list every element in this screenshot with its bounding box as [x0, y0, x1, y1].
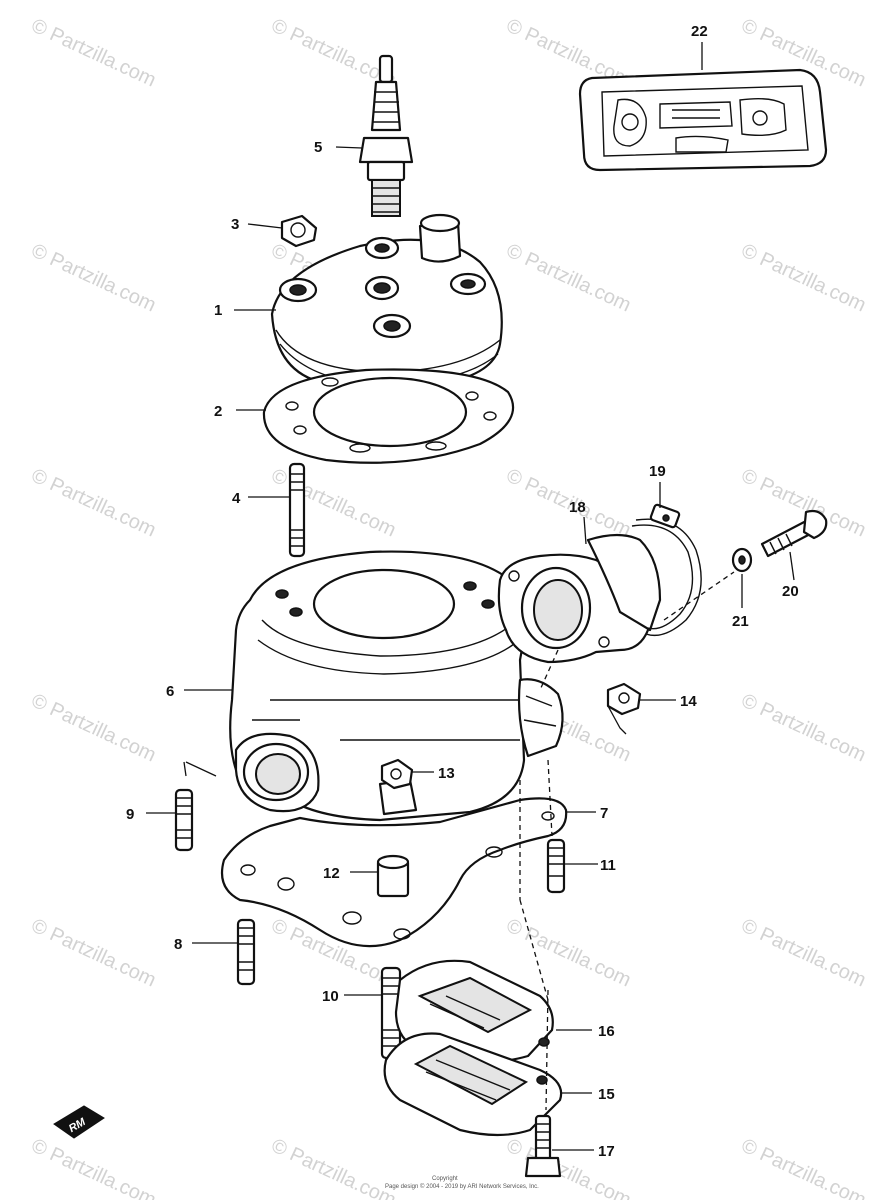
part-5-spark-plug[interactable]	[358, 54, 414, 217]
callout-2: 2	[214, 403, 222, 420]
callout-labels: 22 5 3 1 2 4 18 19 20 21 6 14 13 9 7 11 …	[126, 23, 799, 1160]
watermark: © Partzilla.com	[28, 915, 159, 992]
callout-4: 4	[232, 490, 241, 507]
leader-lines	[146, 42, 795, 1151]
watermark: © Partzilla.com	[28, 690, 159, 767]
part-13-nut[interactable]	[380, 758, 414, 790]
part-8-stud[interactable]	[236, 918, 256, 986]
footer-line2: Page design © 2004 - 2019 by ARI Network…	[385, 1183, 539, 1190]
part-11-stud[interactable]	[546, 838, 566, 894]
callout-3: 3	[231, 216, 239, 233]
callout-12: 12	[323, 865, 340, 882]
callout-5: 5	[314, 139, 322, 156]
part-12-dowel[interactable]	[376, 854, 410, 898]
watermark: © Partzilla.com	[738, 1135, 869, 1200]
callout-20: 20	[782, 583, 799, 600]
watermark: © Partzilla.com	[738, 690, 869, 767]
part-6-cylinder[interactable]	[229, 550, 564, 822]
part-21-washer[interactable]	[731, 547, 753, 573]
callout-15: 15	[598, 1086, 615, 1103]
watermark: © Partzilla.com	[268, 1135, 399, 1200]
callout-19: 19	[649, 463, 666, 480]
callout-1: 1	[214, 302, 222, 319]
watermark: © Partzilla.com	[28, 240, 159, 317]
watermark: © Partzilla.com	[503, 240, 634, 317]
part-14-nut[interactable]	[606, 682, 642, 716]
corner-mark: RM	[53, 1105, 105, 1139]
part-17-bolt[interactable]	[524, 1114, 562, 1178]
callout-8: 8	[174, 936, 182, 953]
watermark: © Partzilla.com	[738, 240, 869, 317]
callout-22: 22	[691, 23, 708, 40]
callout-6: 6	[166, 683, 174, 700]
part-18-intake-pipe[interactable]	[497, 533, 662, 664]
callout-10: 10	[322, 988, 339, 1005]
part-9-stud[interactable]	[174, 788, 194, 852]
part-3-nut[interactable]	[280, 214, 318, 248]
part-22-gasket-set[interactable]	[578, 68, 828, 172]
callout-9: 9	[126, 806, 134, 823]
callout-14: 14	[680, 693, 697, 710]
watermark: © Partzilla.com	[28, 15, 159, 92]
watermark: © Partzilla.com	[503, 915, 634, 992]
callout-16: 16	[598, 1023, 615, 1040]
watermark: © Partzilla.com	[268, 465, 399, 542]
callout-18: 18	[569, 499, 586, 516]
callout-11: 11	[600, 857, 616, 874]
footer: Copyright Page design © 2004 - 2019 by A…	[385, 1176, 539, 1190]
callout-13: 13	[438, 765, 455, 782]
part-19-hose-clamp[interactable]	[631, 503, 702, 637]
callout-7: 7	[600, 805, 608, 822]
assembly-lines	[519, 571, 735, 1111]
part-20-bolt[interactable]	[760, 509, 828, 558]
part-4-stud[interactable]	[288, 462, 306, 558]
watermark: © Partzilla.com	[28, 1135, 159, 1200]
watermark: © Partzilla.com	[738, 915, 869, 992]
part-2-head-gasket[interactable]	[262, 368, 514, 464]
callout-21: 21	[732, 613, 749, 630]
part-1-cylinder-head[interactable]	[270, 213, 503, 388]
watermark: © Partzilla.com	[28, 465, 159, 542]
footer-line1: Copyright	[432, 1176, 458, 1182]
callout-17: 17	[598, 1143, 615, 1160]
